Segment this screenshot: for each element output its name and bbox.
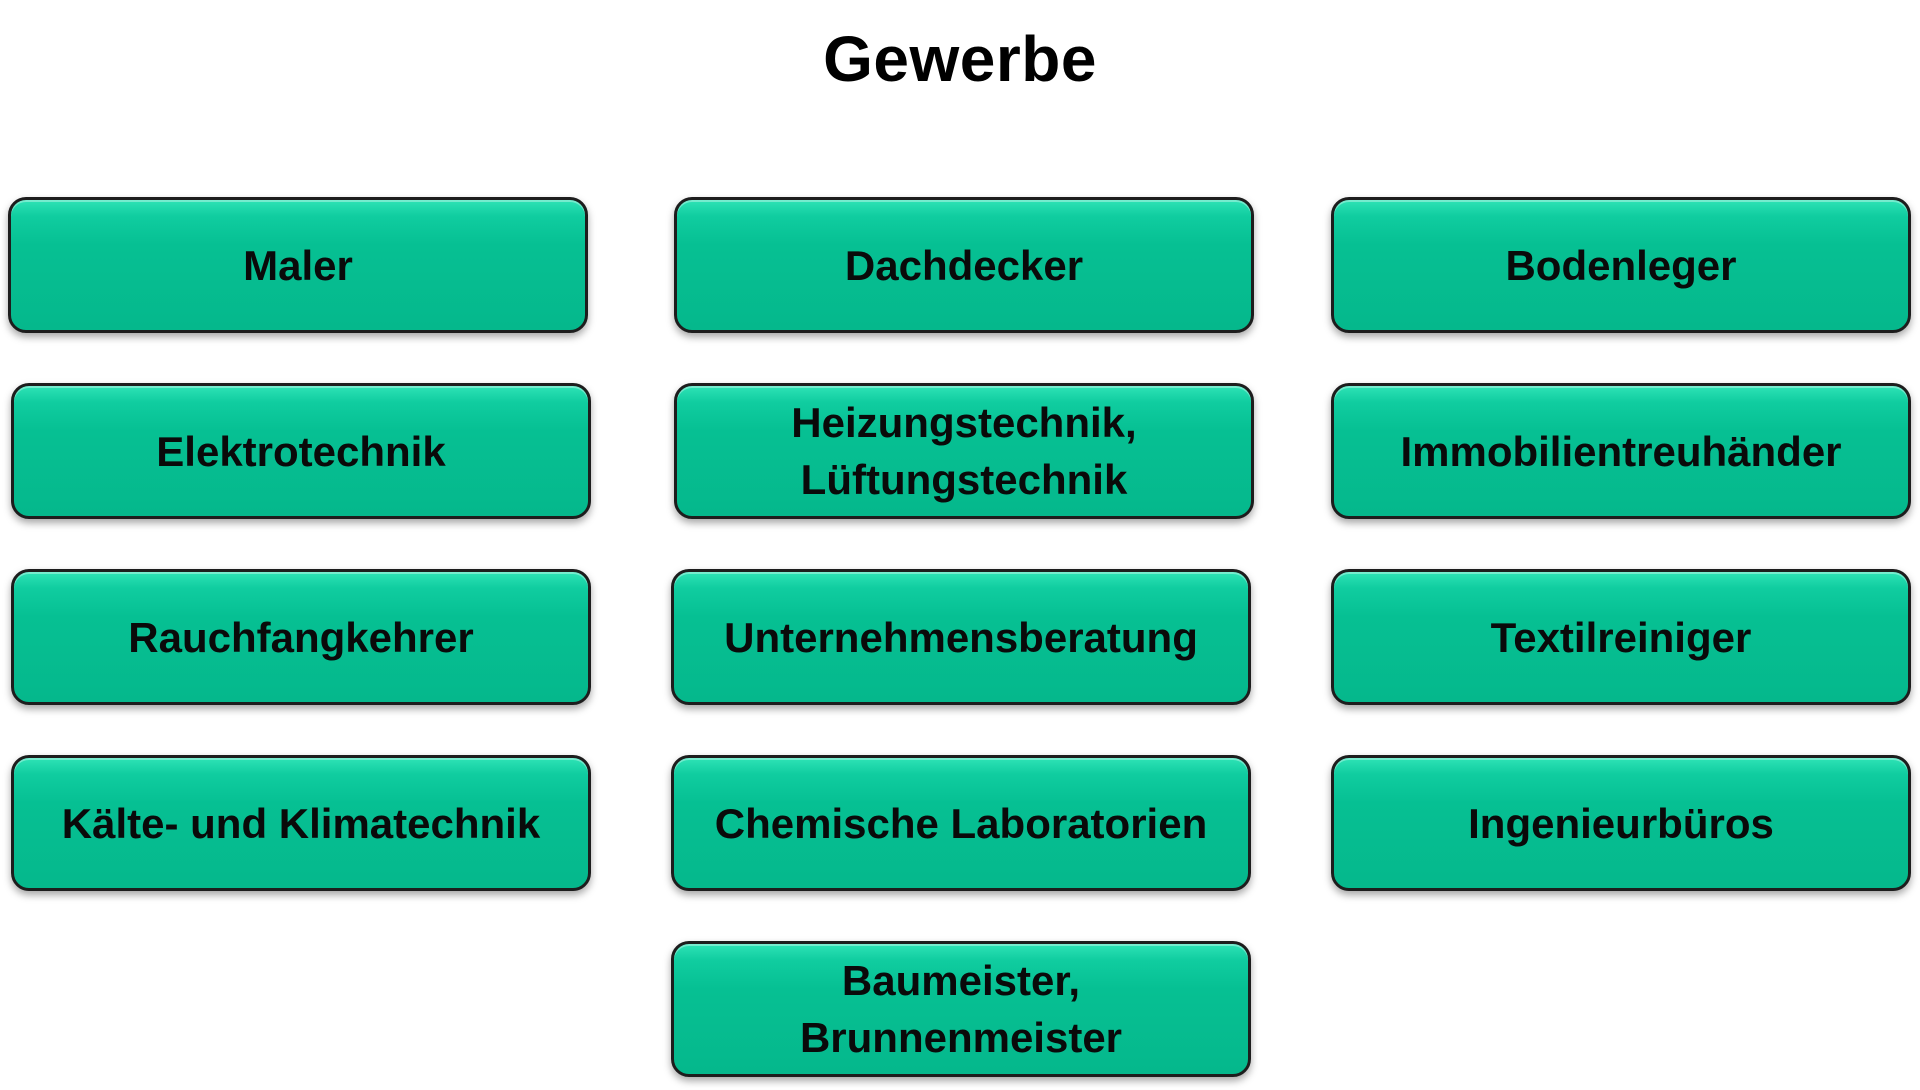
box-heizungstechnik: Heizungstechnik, Lüftungstechnik <box>674 383 1254 519</box>
box-unternehmensberatung: Unternehmensberatung <box>671 569 1251 705</box>
diagram-title: Gewerbe <box>823 23 1097 95</box>
box-immobilientreuhaender: Immobilientreuhänder <box>1331 383 1911 519</box>
box-label: Ingenieurbüros <box>1468 799 1774 847</box>
box-label: Bodenleger <box>1505 241 1737 289</box>
box-label: Elektrotechnik <box>156 427 446 475</box>
box-maler: Maler <box>8 197 588 333</box>
box-label: Chemische Laboratorien <box>714 799 1208 847</box>
box-bodenleger: Bodenleger <box>1331 197 1911 333</box>
box-label: Unternehmensberatung <box>724 613 1198 661</box>
box-label: Heizungstechnik, Lüftungstechnik <box>791 399 1137 503</box>
box-ingenieurbueros: Ingenieurbüros <box>1331 755 1911 891</box>
box-chemische-laboratorien: Chemische Laboratorien <box>671 755 1251 891</box>
box-label: Baumeister, Brunnenmeister <box>799 957 1123 1061</box>
box-dachdecker: Dachdecker <box>674 197 1254 333</box>
box-textilreiniger: Textilreiniger <box>1331 569 1911 705</box>
box-baumeister: Baumeister, Brunnenmeister <box>671 941 1251 1077</box>
box-label: Rauchfangkehrer <box>128 613 474 661</box>
box-rauchfangkehrer: Rauchfangkehrer <box>11 569 591 705</box>
box-label: Immobilientreuhänder <box>1400 427 1842 475</box>
box-label: Maler <box>243 241 353 289</box>
box-label: Textilreiniger <box>1490 613 1752 661</box>
box-elektrotechnik: Elektrotechnik <box>11 383 591 519</box>
box-label: Dachdecker <box>844 241 1084 289</box>
box-label: Kälte- und Klimatechnik <box>61 799 541 847</box>
box-kaelte-klimatechnik: Kälte- und Klimatechnik <box>11 755 591 891</box>
